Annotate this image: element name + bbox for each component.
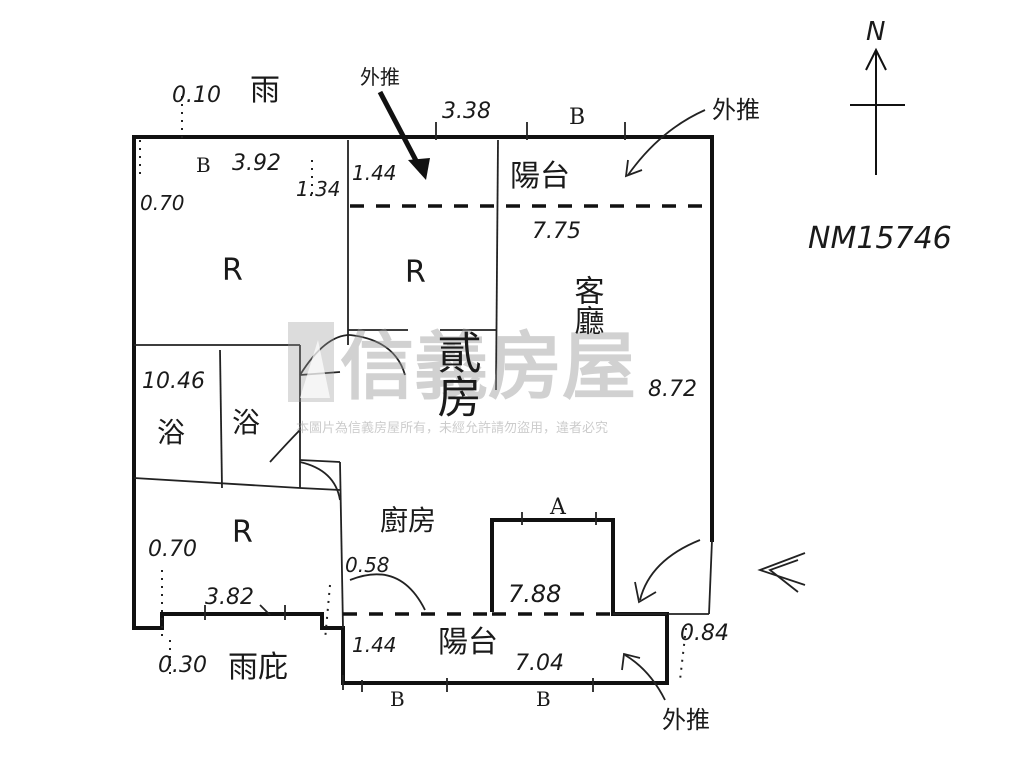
a-marker: A	[549, 495, 567, 520]
balcony-top-label: 陽台	[510, 159, 570, 194]
dim-070-room: 0.70	[148, 537, 197, 562]
entrance-arrow	[634, 539, 806, 604]
watermark-notice: 本圖片為信義房屋所有，未經允許請勿盜用，違者必究	[296, 420, 608, 436]
b-marker-bottom-left: B	[390, 687, 405, 711]
dim-704: 7.04	[515, 651, 564, 676]
dim-058: 0.58	[345, 553, 390, 577]
dim-030: 0.30	[158, 653, 207, 678]
bath-2-label: 浴	[232, 406, 260, 439]
balcony-bottom-label: 陽台	[438, 625, 498, 660]
dim-010: 0.10	[172, 83, 221, 108]
outer-walls	[132, 135, 714, 685]
push-out-arrow-top	[377, 90, 430, 180]
kitchen-label: 廚房	[380, 504, 436, 537]
dim-144-bottom: 1.44	[352, 633, 397, 657]
living-room-label: 客廳	[569, 275, 605, 335]
dim-775: 7.75	[532, 219, 581, 244]
b-marker-top-left: B	[196, 153, 211, 177]
rain-shed-bottom-label: 雨庇	[228, 650, 288, 685]
room-count-label: 貳房	[430, 330, 481, 418]
watermark: 信義房屋 本圖片為信義房屋所有，未經允許請勿盜用，違者必究	[288, 322, 636, 436]
room-r-north: R	[405, 255, 426, 290]
dimension-ticks	[204, 122, 626, 692]
push-out-arrow-bottom	[621, 652, 666, 701]
watermark-name: 信義房屋	[340, 324, 636, 410]
push-out-arrow-right	[624, 109, 706, 178]
b-marker-bottom-right: B	[536, 687, 551, 711]
dim-084: 0.84	[680, 621, 729, 646]
push-out-label-top: 外推	[360, 65, 400, 89]
dim-872: 8.72	[648, 377, 697, 402]
dim-392: 3.92	[232, 151, 281, 176]
overhang-dots	[139, 96, 687, 681]
bottom-labels: 0.30 雨庇 1.44 陽台 7.04 0.84 B B 外推	[158, 621, 729, 734]
push-out-label-bottom: 外推	[662, 706, 710, 734]
north-label: N	[866, 17, 885, 47]
reference-code: NM15746	[808, 221, 952, 256]
dim-382: 3.82	[205, 585, 254, 610]
bath-1-label: 浴	[157, 416, 185, 449]
balcony-dashes	[343, 204, 712, 616]
dim-144-top: 1.44	[352, 161, 397, 185]
push-out-label-right: 外推	[712, 96, 760, 124]
top-labels: 雨 外推 外推 0.10 3.92 3.38 B B 0.70 1.34 1.4…	[140, 65, 760, 215]
room-r-south: R	[232, 515, 253, 550]
dim-1046: 10.46	[142, 369, 205, 394]
dim-070-left: 0.70	[140, 191, 185, 215]
dim-338: 3.38	[442, 99, 491, 124]
north-indicator: N	[850, 17, 905, 175]
dim-134: 1.34	[296, 177, 341, 201]
room-r-northwest: R	[222, 253, 243, 288]
room-labels: R R R 陽台 7.75 客廳 8.72 貳房 浴 浴 10.46 廚房 A …	[142, 159, 697, 610]
door-swings	[269, 334, 426, 611]
rain-shed-label: 雨	[250, 73, 280, 108]
dim-788: 7.88	[508, 580, 561, 608]
b-marker-top-right: B	[569, 105, 585, 130]
